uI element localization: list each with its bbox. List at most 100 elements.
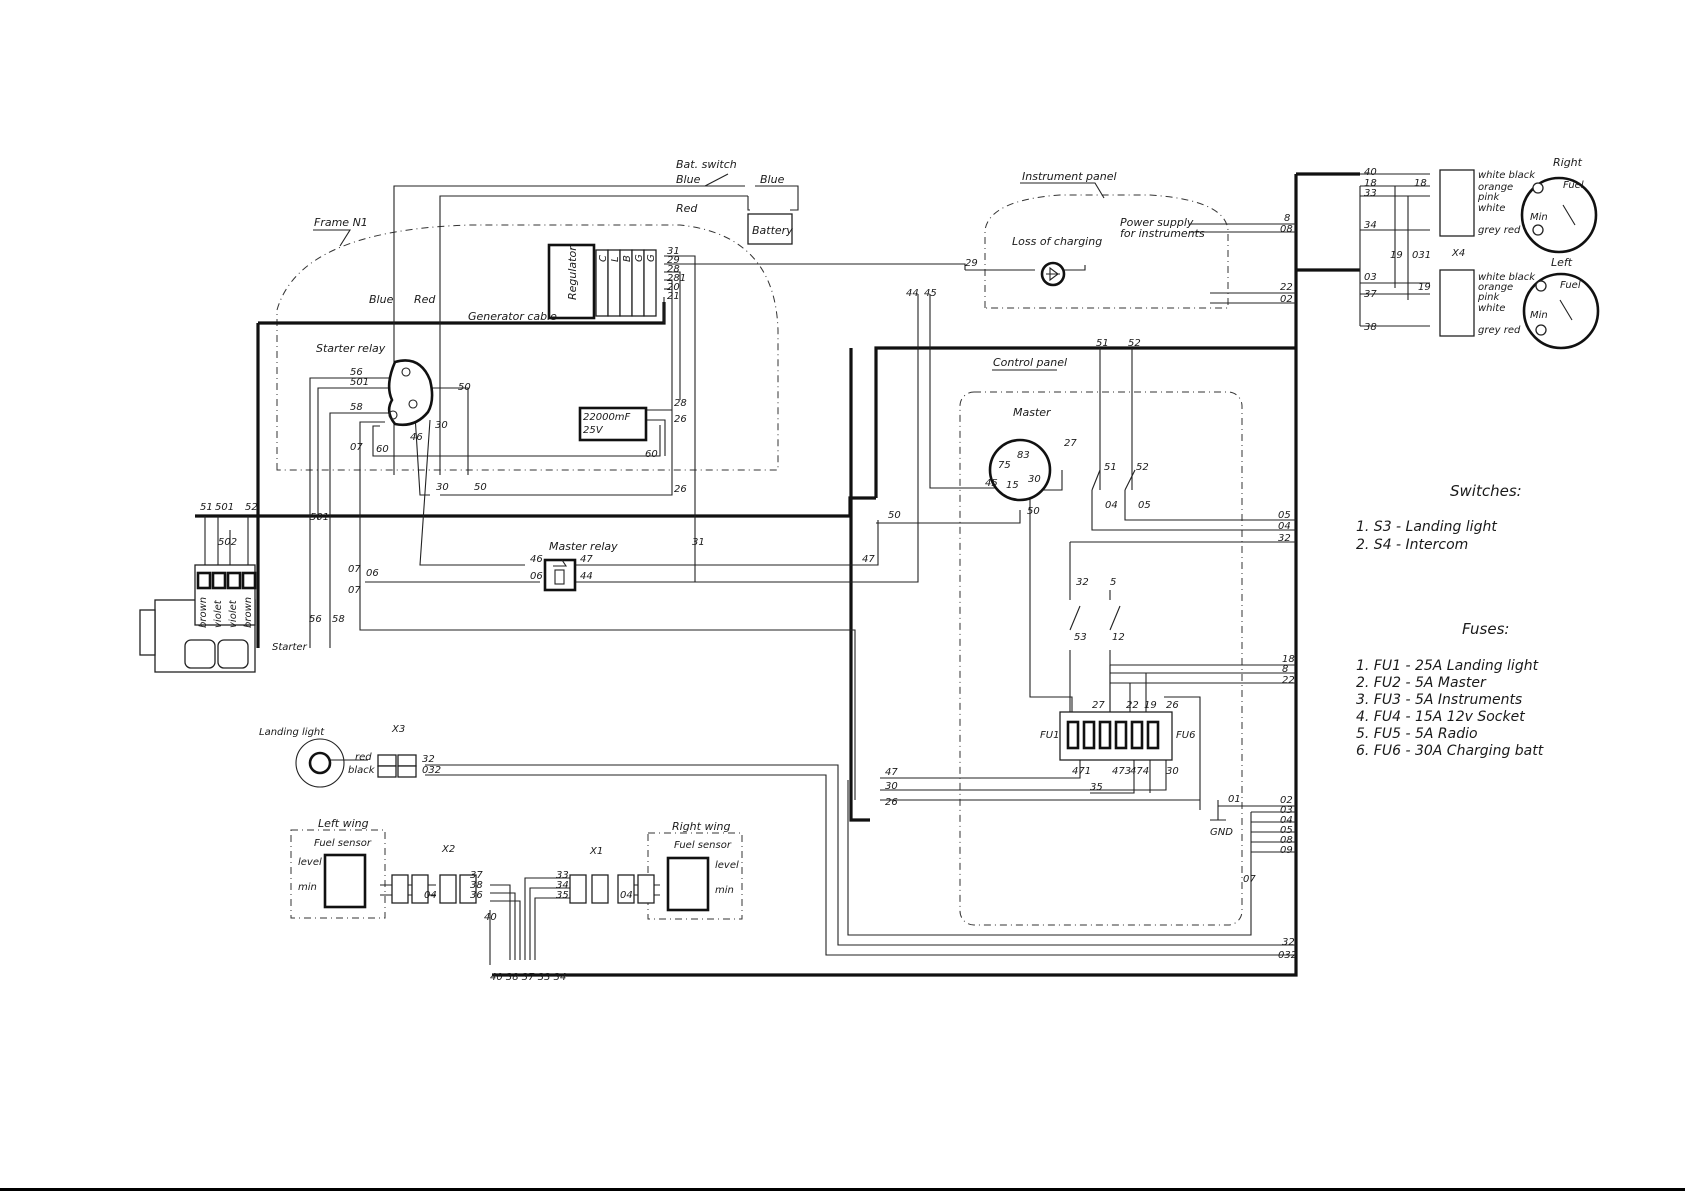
- landing-light: [295, 738, 345, 788]
- gauge-wire-3: pink: [1477, 192, 1500, 203]
- wire-30: 30: [435, 420, 448, 431]
- wire-02b: 02: [1280, 795, 1293, 806]
- starter-relay: [387, 359, 434, 427]
- wire-12: 12: [1112, 632, 1125, 643]
- battery: [747, 213, 793, 245]
- wire-brown-1: brown: [198, 597, 209, 628]
- wire-52b: 52: [1128, 338, 1141, 349]
- wire-06b: 06: [530, 571, 543, 582]
- starter-connector: [196, 571, 257, 590]
- gauge-wire-2b: orange: [1478, 282, 1513, 293]
- wire-50b: 50: [474, 482, 487, 493]
- wire-26c: 26: [1166, 700, 1179, 711]
- wire-502: 502: [218, 537, 237, 548]
- reg-wire-20: 20: [667, 282, 680, 293]
- wire-473: 473: [1112, 766, 1131, 777]
- wire-44: 44: [580, 571, 593, 582]
- wire-29: 29: [965, 258, 978, 269]
- wire-40b: 40: [1364, 167, 1377, 178]
- wire-501: 501: [215, 502, 234, 513]
- wire-501b: 501: [310, 512, 329, 523]
- fu6-label: FU6: [1176, 730, 1195, 741]
- wire-30d: 30: [885, 781, 898, 792]
- left-gauge-fuel-label: Fuel: [1560, 280, 1581, 291]
- wire-36: 36: [470, 890, 483, 901]
- wire-471: 471: [1072, 766, 1091, 777]
- reg-pin-c: C: [598, 255, 609, 262]
- instrument-panel-enclosure: [984, 194, 1229, 309]
- wire-22: 22: [1280, 282, 1293, 293]
- wire-47c: 47: [885, 767, 898, 778]
- wire-33: 33: [556, 870, 569, 881]
- starter-motor: [139, 564, 256, 673]
- wire-031: 031: [1412, 250, 1431, 261]
- wire-27b: 27: [1064, 438, 1077, 449]
- regulator-label: Regulator: [566, 245, 579, 300]
- right-gauge-min-label: Min: [1530, 212, 1548, 223]
- thin-wires: [204, 173, 1430, 965]
- wire-52: 52: [245, 502, 258, 513]
- left-gauge-min-label: Min: [1530, 310, 1548, 321]
- master-pin-83: 83: [1017, 450, 1030, 461]
- switch-s2-label: 52: [1136, 462, 1149, 473]
- level-label-right: level: [715, 860, 739, 871]
- wire-07b: 07: [348, 564, 361, 575]
- wire-05c: 05: [1280, 825, 1293, 836]
- wire-number-labels: 51 501 52 502 501 56 58 56 501 58 07 60 …: [200, 167, 1431, 961]
- reg-wire-28: 28: [667, 264, 680, 275]
- wire-51b: 51: [1096, 338, 1109, 349]
- wire-04: 04: [1105, 500, 1118, 511]
- loss-of-charging-label: Loss of charging: [1012, 235, 1102, 248]
- right-wing-enclosure: [647, 832, 743, 920]
- wire-51: 51: [200, 502, 213, 513]
- wire-56b: 56: [350, 367, 363, 378]
- starter-label: Starter: [272, 642, 308, 653]
- wire-34: 34: [556, 880, 569, 891]
- fuses-item-3: 3. FU3 - 5A Instruments: [1356, 692, 1522, 708]
- fuses-item-5: 5. FU5 - 5A Radio: [1356, 726, 1478, 742]
- switch-s4: [1109, 605, 1121, 631]
- wire-58: 58: [332, 614, 345, 625]
- gauge-wire-1: white black: [1478, 170, 1536, 181]
- wire-07a: 07: [350, 442, 363, 453]
- fuses-item-4: 4. FU4 - 15A 12v Socket: [1356, 709, 1525, 725]
- left-wing-enclosure: [290, 829, 386, 919]
- wire-60b: 60: [645, 449, 658, 460]
- gauge-wire-4: white: [1478, 203, 1505, 214]
- gnd-symbol: [1210, 800, 1226, 821]
- wire-18c: 18: [1414, 178, 1427, 189]
- wire-47b: 47: [862, 554, 875, 565]
- gauge-wire-6b: grey red: [1478, 325, 1521, 336]
- wire-19c: 19: [1418, 282, 1431, 293]
- wire-19: 19: [1144, 700, 1157, 711]
- fuses-legend: Fuses: 1. FU1 - 25A Landing light 2. FU2…: [1356, 620, 1544, 759]
- wire-46: 46: [410, 432, 423, 443]
- wire-37: 37: [470, 870, 483, 881]
- wire-33b: 33: [1364, 188, 1377, 199]
- fu1-label: FU1: [1040, 730, 1059, 741]
- wire-46b: 46: [530, 554, 543, 565]
- fuses-item-6: 6. FU6 - 30A Charging batt: [1356, 743, 1544, 759]
- wire-03b: 03: [1364, 272, 1377, 283]
- switch-s1: [1091, 469, 1101, 491]
- x2-connector: [391, 874, 477, 904]
- master-label: Master: [1013, 406, 1052, 419]
- wire-18: 18: [1282, 654, 1295, 665]
- master-relay: [543, 558, 577, 592]
- wire-8: 8: [1284, 213, 1290, 224]
- wire-22c: 22: [1126, 700, 1139, 711]
- reg-pin-g1: G: [634, 254, 645, 262]
- right-gauge-label: Right: [1553, 156, 1583, 169]
- switch-s2: [1124, 469, 1136, 491]
- wire-40: 40: [484, 912, 497, 923]
- reg-pin-l: L: [610, 256, 621, 262]
- gnd-label: GND: [1210, 827, 1233, 838]
- wire-26b: 26: [674, 414, 687, 425]
- wire-38b: 38: [1364, 322, 1377, 333]
- wire-19b: 19: [1390, 250, 1403, 261]
- wire-50c: 50: [888, 510, 901, 521]
- wire-28: 28: [674, 398, 687, 409]
- frame-enclosure: [276, 224, 779, 471]
- landing-light-label: Landing light: [259, 727, 325, 738]
